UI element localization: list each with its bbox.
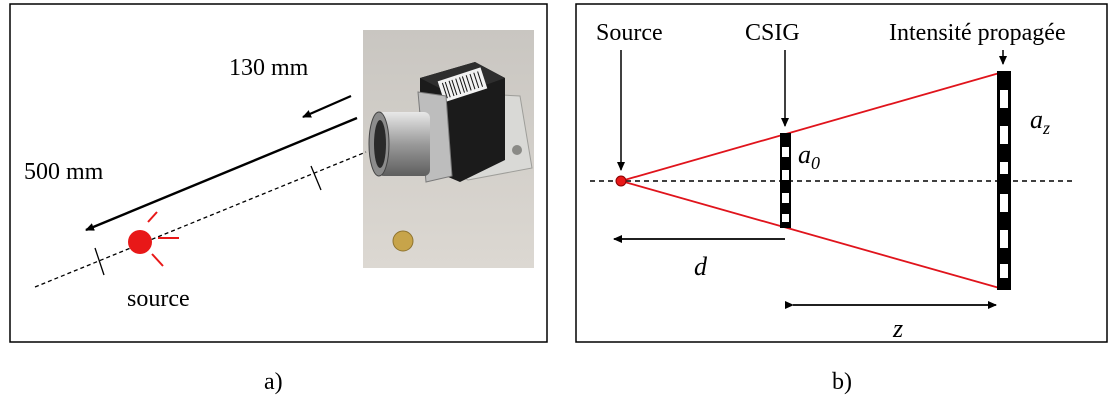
label-d: d: [694, 252, 708, 281]
axis-tick-near-source: [94, 247, 105, 276]
panel-b-frame: [575, 3, 1108, 343]
ray-lower: [620, 180, 1004, 290]
arrow-500mm: [85, 116, 358, 232]
panel-a: 130 mm 500 mm source: [9, 3, 548, 343]
label-az: az: [1030, 105, 1050, 138]
csig-grating: [780, 133, 791, 228]
label-csig: CSIG: [745, 20, 800, 46]
caption-a: a): [264, 369, 283, 395]
label-a0: a0: [798, 140, 820, 173]
label-130mm: 130 mm: [229, 55, 309, 81]
source-point: [128, 211, 179, 267]
label-source-b: Source: [596, 20, 663, 46]
propagated-grating: [997, 71, 1011, 290]
axis-tick-near-lens: [310, 165, 322, 191]
label-z: z: [892, 314, 903, 343]
ray-upper: [620, 71, 1004, 182]
source-dot: [615, 175, 627, 187]
label-500mm: 500 mm: [24, 159, 104, 185]
optical-axis-line: [34, 151, 367, 288]
label-intensity: Intensité propagée: [889, 20, 1066, 46]
panel-b: Source CSIG Intensité propagée: [575, 3, 1108, 343]
camera-photo: [363, 30, 534, 268]
arrow-130mm: [302, 94, 352, 119]
label-source-a: source: [127, 286, 190, 312]
caption-b: b): [832, 369, 852, 395]
